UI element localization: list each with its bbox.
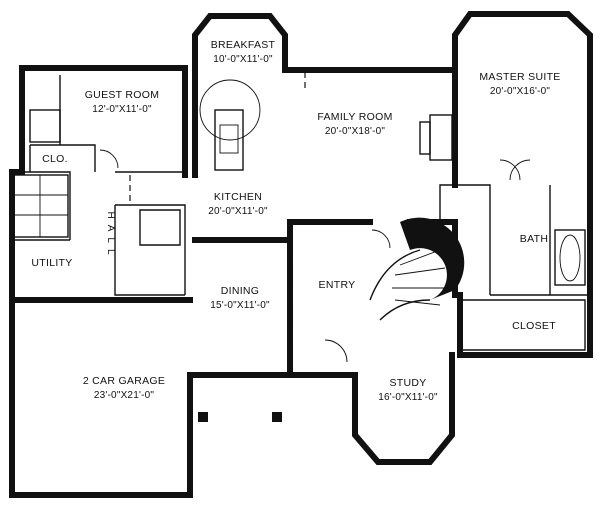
kitchen-island: [199, 79, 261, 171]
garage-label: 2 CAR GARAGE: [83, 375, 165, 387]
master-suite-label: MASTER SUITE: [479, 71, 560, 83]
clo-label: CLO.: [42, 153, 68, 165]
master-suite-size: 20'-0"X16'-0": [490, 86, 550, 97]
kitchen-size: 20'-0"X11'-0": [208, 206, 268, 217]
kitchen-label: KITCHEN: [214, 191, 262, 203]
guest-room-size: 12'-0"X11'-0": [92, 104, 152, 115]
bath-label: BATH: [520, 233, 548, 245]
room-labels: BREAKFAST 10'-0"X11'-0" GUEST ROOM 12'-0…: [31, 39, 560, 403]
closet-label: CLOSET: [512, 320, 556, 332]
family-room-label: FAMILY ROOM: [317, 111, 392, 123]
dining-size: 15'-0"X11'-0": [210, 300, 270, 311]
dining-label: DINING: [221, 285, 260, 297]
breakfast-size: 10'-0"X11'-0": [213, 54, 273, 65]
guest-room-label: GUEST ROOM: [85, 89, 160, 101]
family-room-size: 20'-0"X18'-0": [325, 126, 385, 137]
hall-label: HALL: [105, 211, 116, 260]
guest-tub: [29, 109, 61, 143]
breakfast-label: BREAKFAST: [211, 39, 276, 51]
master-tub: [554, 229, 586, 286]
fireplace: [419, 114, 453, 161]
entry-label: ENTRY: [319, 279, 356, 291]
porch-columns: [198, 412, 282, 422]
utility-label: UTILITY: [31, 257, 72, 269]
garage-size: 23'-0"X21'-0": [94, 390, 154, 401]
study-label: STUDY: [389, 377, 426, 389]
study-size: 16'-0"X11'-0": [378, 392, 438, 403]
interior-walls: [12, 75, 590, 351]
entry-staircase: [369, 217, 465, 321]
hall-stairs: [13, 174, 69, 238]
openings: [129, 72, 370, 350]
door-swings: [99, 149, 531, 363]
